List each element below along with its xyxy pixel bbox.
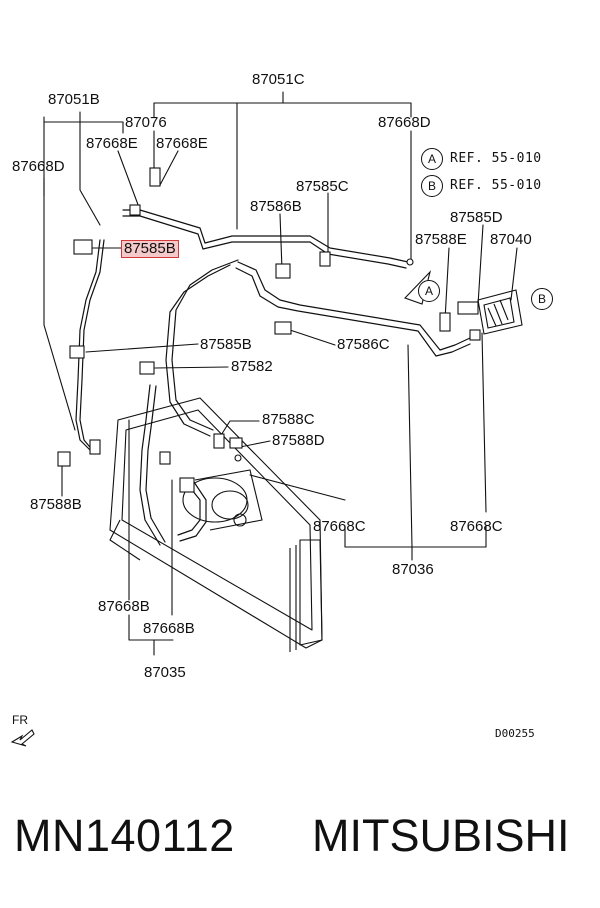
label-87582: 87582 bbox=[231, 358, 273, 375]
marker-a: A bbox=[418, 280, 440, 302]
ref-a-text: REF. 55-010 bbox=[450, 151, 542, 166]
label-87585d: 87585D bbox=[450, 209, 503, 226]
label-87585b-highlighted[interactable]: 87585B bbox=[121, 240, 179, 258]
label-87588c: 87588C bbox=[262, 411, 315, 428]
label-87586c: 87586C bbox=[337, 336, 390, 353]
brand-name: MITSUBISHI bbox=[312, 810, 570, 861]
label-87668e-right: 87668E bbox=[156, 135, 208, 152]
ref-b-circle: B bbox=[421, 175, 443, 197]
label-87668b-left: 87668B bbox=[98, 598, 150, 615]
label-87040: 87040 bbox=[490, 231, 532, 248]
label-87668c-left: 87668C bbox=[313, 518, 366, 535]
label-87076: 87076 bbox=[125, 114, 167, 131]
label-87668d-left: 87668D bbox=[12, 158, 65, 175]
label-87585b: 87585B bbox=[200, 336, 252, 353]
label-87051b: 87051B bbox=[48, 91, 100, 108]
label-87036: 87036 bbox=[392, 561, 434, 578]
label-87668c-right: 87668C bbox=[450, 518, 503, 535]
label-87588e: 87588E bbox=[415, 231, 467, 248]
label-87668d-right: 87668D bbox=[378, 114, 431, 131]
marker-b: B bbox=[531, 288, 553, 310]
label-87585c: 87585C bbox=[296, 178, 349, 195]
label-87051c: 87051C bbox=[252, 71, 305, 88]
label-87035: 87035 bbox=[144, 664, 186, 681]
front-orientation-label: FR bbox=[12, 713, 28, 727]
label-87668e-left: 87668E bbox=[86, 135, 138, 152]
part-number: MN140112 bbox=[14, 810, 235, 861]
ref-b-text: REF. 55-010 bbox=[450, 178, 542, 193]
diagram-code: D00255 bbox=[495, 727, 535, 740]
label-87588d: 87588D bbox=[272, 432, 325, 449]
label-87668b-right: 87668B bbox=[143, 620, 195, 637]
ref-a-circle: A bbox=[421, 148, 443, 170]
label-87588b: 87588B bbox=[30, 496, 82, 513]
label-87586b: 87586B bbox=[250, 198, 302, 215]
